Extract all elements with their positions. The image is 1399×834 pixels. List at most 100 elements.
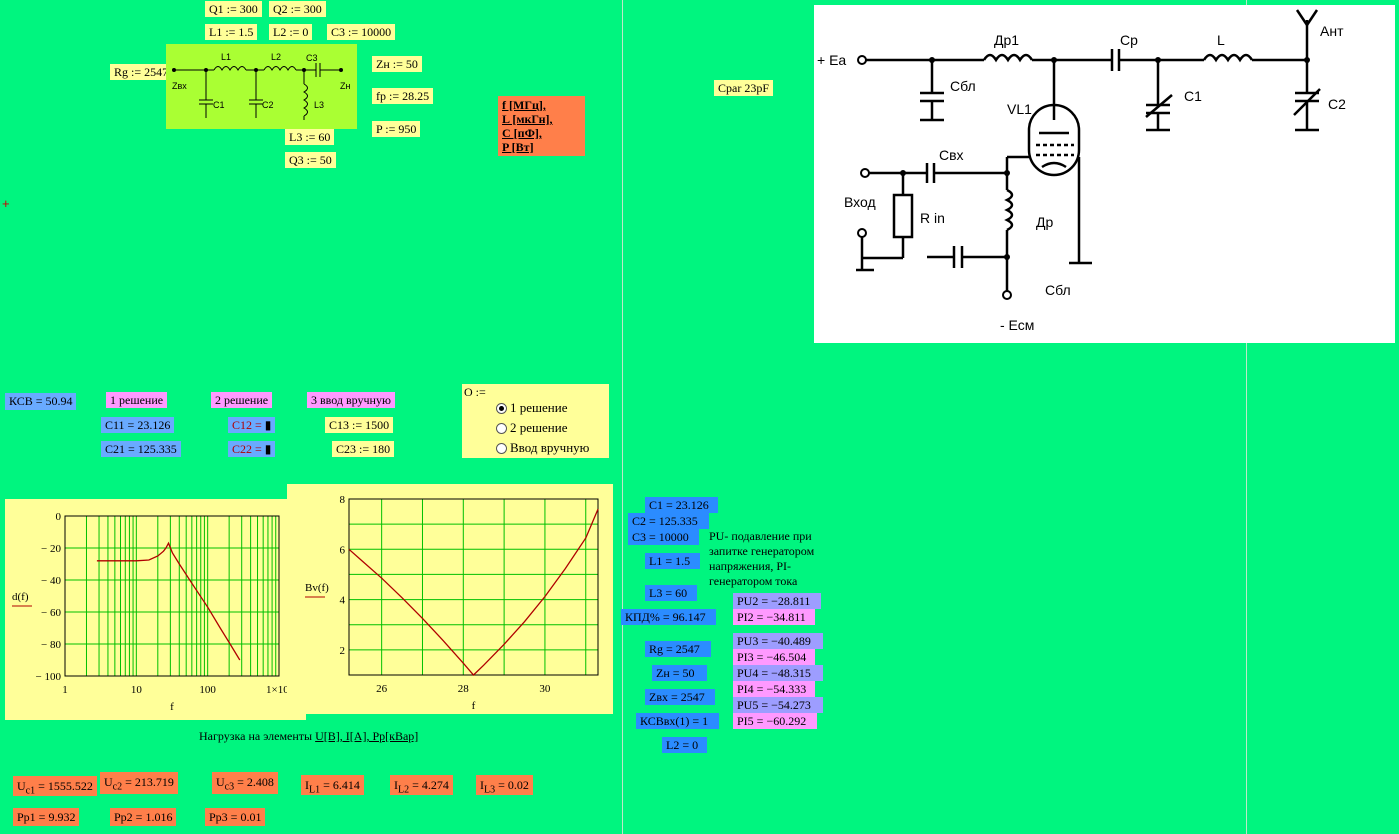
option-1-solution[interactable]: 1 решение [496, 400, 567, 416]
y-tick-label: 8 [340, 494, 346, 506]
suppression-pi3: PI3 = −46.504 [733, 649, 815, 665]
y-tick-label: − 40 [41, 575, 61, 587]
param-l3[interactable]: L3 := 60 [285, 129, 335, 145]
c22-value: C22 = ▮ [228, 441, 276, 457]
result-kpd: КПД% = 96.147 [621, 609, 716, 625]
tube-amplifier-schematic: + Ea Др1 Сбл Ср L Ант С1 С2 VL1 Свх Вход… [814, 5, 1395, 343]
filter-label: L3 [314, 100, 324, 110]
y-axis-label: Bv(f) [305, 582, 329, 594]
load-il3: IL3 = 0.02 [476, 775, 533, 795]
c23-input[interactable]: C23 := 180 [332, 441, 395, 457]
load-pp2: Pp2 = 1.016 [110, 808, 177, 826]
plot-frame [64, 515, 280, 677]
filter-label: C1 [213, 100, 225, 110]
filter-label: L1 [221, 52, 231, 62]
param-l2[interactable]: L2 := 0 [269, 24, 313, 40]
solution-option-group: O := 1 решение 2 решение Ввод вручную [462, 384, 609, 458]
suppression-pu4: PU4 = −48.315 [733, 665, 823, 681]
schematic-label: С2 [1328, 96, 1346, 112]
x-tick-label: 26 [376, 683, 388, 695]
y-tick-label: 0 [56, 511, 62, 523]
schematic-label: Др [1036, 214, 1053, 230]
option-manual-input[interactable]: Ввод вручную [496, 440, 589, 456]
param-q2[interactable]: Q2 := 300 [269, 1, 326, 17]
schematic-label: Свх [939, 147, 964, 163]
schematic-label: Вход [844, 194, 876, 210]
result-c2: C2 = 125.335 [628, 513, 709, 529]
y-tick-label: 4 [340, 595, 346, 607]
radio-icon[interactable] [496, 423, 507, 434]
param-l1[interactable]: L1 := 1.5 [205, 24, 258, 40]
param-rg[interactable]: Rg := 2547 [110, 64, 173, 80]
option-2-solution[interactable]: 2 решение [496, 420, 567, 436]
result-zn: Zн = 50 [652, 665, 707, 681]
param-p[interactable]: P := 950 [372, 121, 421, 137]
result-rg: Rg = 2547 [645, 641, 711, 657]
schematic-label: R in [920, 210, 945, 226]
units-legend-item: L [мкГн], [502, 112, 553, 126]
crosshair-cursor-icon: + [2, 196, 10, 211]
y-tick-label: 2 [340, 645, 346, 657]
filter-label: C3 [306, 53, 318, 63]
suppression-pu3: PU3 = −40.489 [733, 633, 823, 649]
suppression-pi5: PI5 = −60.292 [733, 713, 817, 729]
parasitic-capacitance-note: Cpar 23pF [714, 80, 773, 96]
y-tick-label: 6 [340, 544, 346, 556]
y-tick-label: − 100 [36, 671, 62, 683]
solution-2-header: 2 решение [211, 392, 273, 408]
filter-label: L2 [271, 52, 281, 62]
solution-3-header: 3 ввод вручную [307, 392, 395, 408]
filter-schematic: L1 L2 C3 Zвх Zн C1 C2 L3 [166, 44, 357, 129]
region-divider [1246, 0, 1247, 834]
y-tick-label: − 80 [41, 639, 61, 651]
param-zn[interactable]: Zн := 50 [372, 56, 422, 72]
schematic-label: С1 [1184, 88, 1202, 104]
param-q1[interactable]: Q1 := 300 [205, 1, 262, 17]
load-uc1: Uc1 = 1555.522 [13, 776, 97, 796]
y-tick-label: − 60 [41, 607, 61, 619]
x-tick-label: 100 [199, 684, 216, 696]
filter-label: Zн [340, 81, 350, 91]
schematic-label: Др1 [994, 32, 1019, 48]
param-q3[interactable]: Q3 := 50 [285, 152, 336, 168]
load-uc2: Uc2 = 213.719 [100, 772, 178, 794]
option-group-label: O := [464, 385, 486, 399]
x-tick-label: 30 [539, 683, 551, 695]
radio-icon[interactable] [496, 443, 507, 454]
y-tick-label: − 20 [41, 543, 61, 555]
schematic-label: VL1 [1007, 101, 1032, 117]
c22-label: C22 = [232, 442, 262, 456]
x-tick-label: 10 [131, 684, 143, 696]
c11-value: C11 = 23.126 [101, 417, 175, 433]
suppression-pu2: PU2 = −28.811 [733, 593, 821, 609]
solution-1-header: 1 решение [106, 392, 168, 408]
param-fp[interactable]: fp := 28.25 [372, 88, 434, 104]
c13-input[interactable]: C13 := 1500 [325, 417, 394, 433]
c12-value: C12 = ▮ [228, 417, 276, 433]
load-pp3: Pp3 = 0.01 [205, 808, 266, 826]
radio-selected-icon[interactable] [496, 403, 507, 414]
y-axis-label: d(f) [12, 591, 29, 603]
load-uc3: Uc3 = 2.408 [212, 772, 278, 794]
result-c1: C1 = 23.126 [645, 497, 718, 513]
load-il2: IL2 = 4.274 [390, 775, 453, 795]
x-tick-label: 1 [62, 684, 68, 696]
series-line [96, 541, 241, 661]
ksv-value: КСВ = 50.94 [5, 393, 77, 410]
load-title: Нагрузка на элементы U[B], I[A], Pp[кВар… [199, 729, 419, 743]
suppression-pu5: PU5 = −54.273 [733, 697, 823, 713]
units-legend: f [МГц], L [мкГн], C [пФ], P [Вт] [498, 96, 585, 156]
schematic-label: Сбл [950, 78, 976, 94]
plot-frame [348, 498, 599, 676]
schematic-label: + Ea [817, 52, 846, 68]
result-l1: L1 = 1.5 [645, 553, 700, 569]
schematic-label: - Есм [1000, 317, 1034, 333]
chart-bv-of-f-plot: 26 28 30 2 4 6 8 f Bv(f) [305, 494, 599, 712]
schematic-label: Ср [1120, 32, 1138, 48]
load-il1: IL1 = 6.414 [301, 775, 364, 795]
x-axis-label: f [472, 700, 476, 712]
suppression-pi2: PI2 = −34.811 [733, 609, 815, 625]
x-tick-label: 28 [458, 683, 470, 695]
param-c3[interactable]: C3 := 10000 [327, 24, 396, 40]
